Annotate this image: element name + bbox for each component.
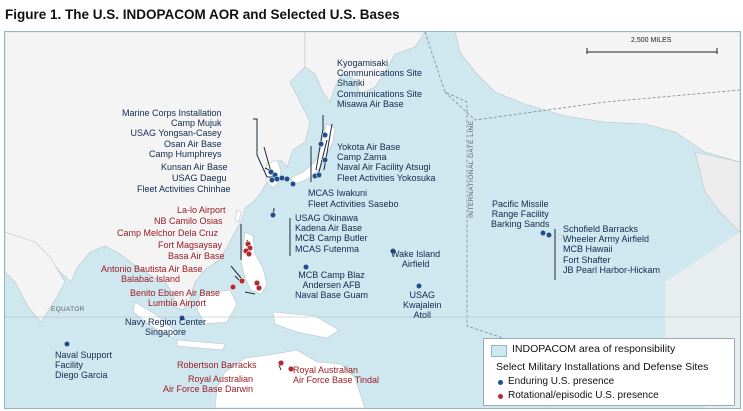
sumatra bbox=[132, 301, 178, 339]
legend-enduring-label: Enduring U.S. presence bbox=[508, 376, 615, 387]
equator-label: EQUATOR bbox=[51, 306, 85, 313]
north-america bbox=[694, 151, 740, 233]
hawaii-island-2 bbox=[563, 238, 567, 242]
balabac-label: Balabac Island bbox=[121, 274, 181, 284]
java bbox=[176, 339, 226, 351]
enduring-dots bbox=[63, 131, 553, 348]
kamchatka bbox=[304, 32, 426, 103]
iwakuni-label: MCAS Iwakuni bbox=[308, 188, 368, 198]
india bbox=[5, 231, 66, 323]
legend-rotational-label: Rotational/episodic U.S. presence bbox=[508, 390, 659, 401]
figure-title: Figure 1. The U.S. INDOPACOM AOR and Sel… bbox=[5, 7, 400, 22]
bautista-label: Antonio Bautista Air Base bbox=[101, 264, 203, 274]
daegu-label: USAG Daegu bbox=[172, 173, 227, 183]
laio-label: La-lo Airport bbox=[177, 205, 226, 215]
rotational-dot-icon bbox=[498, 394, 503, 399]
ebuen-label: Benito Ebuen Air Base bbox=[130, 288, 221, 298]
robertson-label: Robertson Barracks bbox=[177, 360, 257, 370]
borneo bbox=[196, 289, 238, 325]
alaska bbox=[454, 32, 740, 163]
map-graphic bbox=[5, 32, 740, 408]
aor-swatch bbox=[491, 345, 507, 357]
camilo-osias-label: NB Camilo Osias bbox=[154, 216, 223, 226]
rotational-dots bbox=[229, 240, 295, 373]
magsaysay-label: Fort Magsaysay bbox=[158, 240, 223, 250]
philippines bbox=[240, 231, 268, 295]
legend: INDOPACOM area of responsibility Select … bbox=[483, 338, 735, 406]
legend-heading: Select Military Installations and Defens… bbox=[496, 361, 709, 373]
sasebo-label: Fleet Activities Sasebo bbox=[308, 199, 399, 209]
hawaii-island bbox=[557, 234, 563, 240]
aor-east-boundary bbox=[444, 89, 740, 121]
dela-cruz-label: Camp Melchor Dela Cruz bbox=[117, 228, 219, 238]
outside-aor-region bbox=[665, 32, 740, 408]
australia bbox=[214, 349, 366, 408]
lumbia-label: Lumbia Airport bbox=[148, 298, 207, 308]
japan bbox=[290, 123, 336, 185]
taiwan bbox=[234, 209, 242, 223]
asia-landmass bbox=[5, 32, 311, 311]
map: EQUATOR 2,500 MILES Marine Corps Install… bbox=[4, 31, 741, 409]
kunsan-label: Kunsan Air Base bbox=[161, 162, 228, 172]
basa-label: Basa Air Base bbox=[168, 251, 225, 261]
chinhae-label: Fleet Activities Chinhae bbox=[137, 184, 231, 194]
enduring-dot-icon bbox=[498, 380, 503, 385]
legend-aor-label: INDOPACOM area of responsibility bbox=[512, 343, 676, 355]
scale-bar-label: 2,500 MILES bbox=[631, 37, 672, 44]
dateline-label: INTERNATIONAL DATE LINE bbox=[468, 120, 475, 218]
new-guinea bbox=[272, 311, 340, 339]
